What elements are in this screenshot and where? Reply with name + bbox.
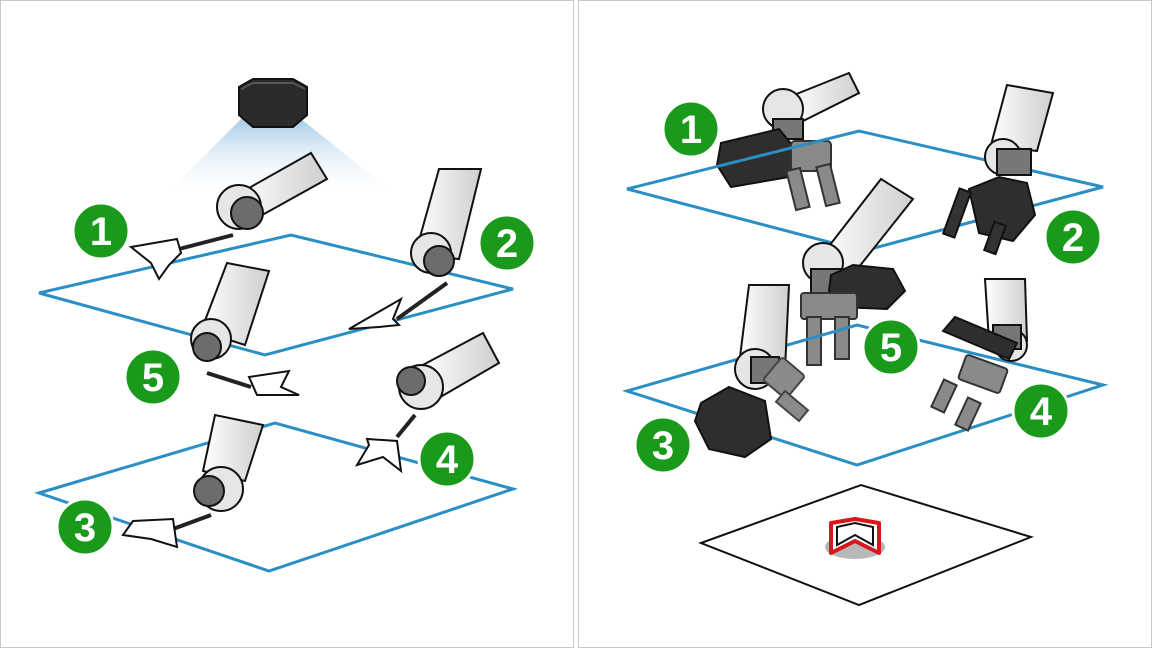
step-badge-1: 1	[661, 99, 721, 159]
right-diagram: 1 2 3 4 5	[621, 71, 1109, 607]
robot-arm-5	[800, 177, 915, 366]
robot-arm-3	[693, 284, 810, 459]
robot-arm-2	[941, 83, 1055, 256]
step-badge-5: 5	[123, 347, 183, 407]
robot-arm-2	[348, 168, 483, 330]
upper-plane	[626, 129, 1104, 253]
step-badge-4: 4	[417, 429, 477, 489]
robot-arm-1	[128, 151, 329, 281]
step-badge-3: 3	[55, 497, 115, 557]
step-badge-label: 2	[496, 222, 518, 266]
robot-arm-4	[929, 278, 1029, 432]
step-badge-label: 1	[680, 108, 702, 152]
robot-arm-1	[715, 71, 861, 212]
step-badge-label: 5	[880, 326, 902, 370]
lower-plane	[34, 421, 519, 573]
camera-beam	[161, 119, 401, 199]
right-panel: 1 2 3 4 5	[578, 0, 1152, 648]
step-badge-3: 3	[633, 415, 693, 475]
camera-icon	[238, 78, 308, 128]
robot-arm-5	[190, 261, 300, 396]
step-badge-label: 4	[1030, 390, 1053, 434]
step-badge-2: 2	[477, 213, 537, 273]
robot-arm-4	[354, 331, 501, 474]
robot-arm-3	[121, 413, 265, 549]
step-badge-1: 1	[71, 201, 131, 261]
step-badge-2: 2	[1043, 207, 1103, 267]
step-badge-label: 3	[74, 506, 96, 550]
step-badge-label: 4	[436, 438, 459, 482]
step-badge-label: 2	[1062, 216, 1084, 260]
step-badge-4: 4	[1011, 381, 1071, 441]
left-panel: 1 2 3 4 5	[0, 0, 574, 648]
step-badge-label: 3	[652, 424, 674, 468]
left-diagram: 1 2 3 4 5	[34, 78, 537, 573]
upper-plane	[38, 233, 514, 357]
step-badge-label: 5	[142, 356, 164, 400]
step-badge-label: 1	[90, 210, 112, 254]
step-badge-5: 5	[861, 317, 921, 377]
target-marker-icon	[825, 517, 885, 559]
